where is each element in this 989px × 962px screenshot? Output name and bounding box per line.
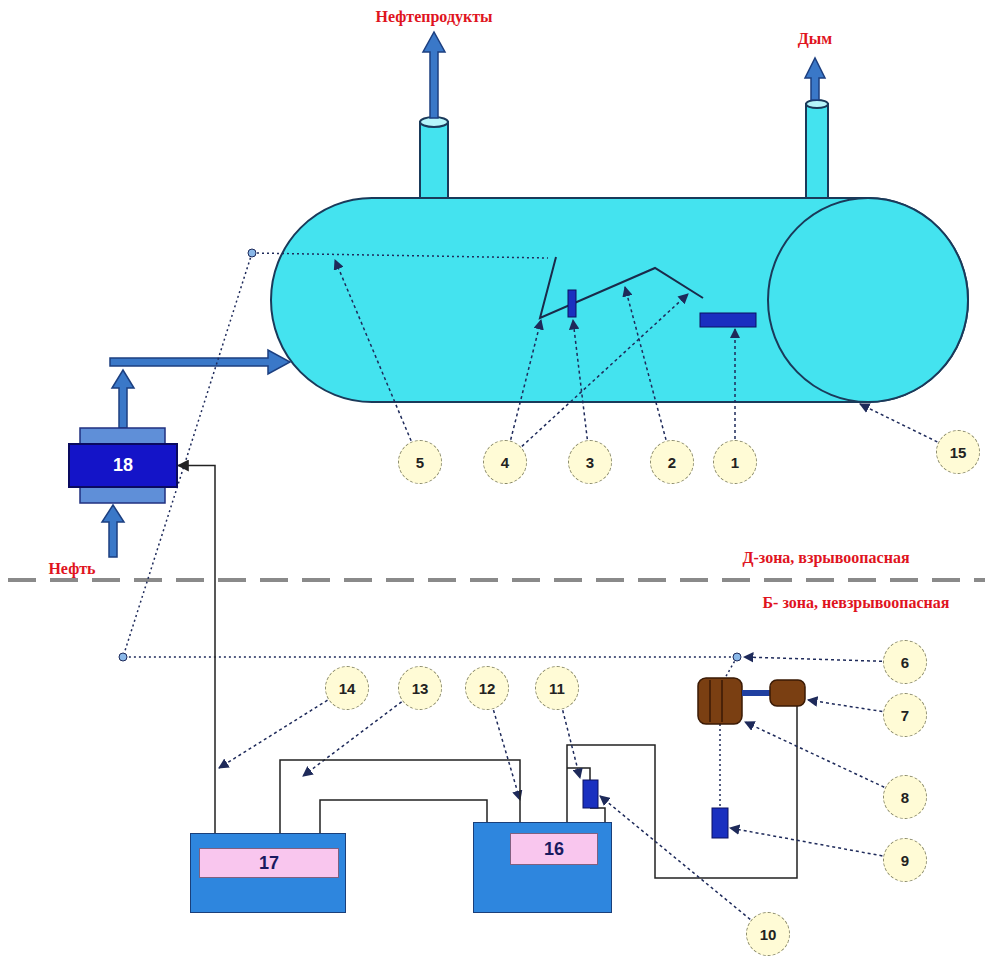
callout-number: 3: [568, 440, 612, 484]
flow-arrow-part: [112, 370, 134, 428]
leader-line: [303, 702, 402, 776]
callout-number: 8: [883, 775, 927, 819]
callout-number: 11: [535, 666, 579, 710]
flow-arrow-part: [102, 505, 124, 557]
callout-number: 2: [650, 440, 694, 484]
control-unit-box: 16: [473, 822, 612, 913]
callout-number: 10: [746, 912, 790, 956]
box-label: 16: [510, 833, 598, 865]
zone-label: Б- зона, невзрывоопасная: [761, 594, 952, 612]
leader-line: [219, 700, 328, 768]
junction-dot-part: [733, 653, 741, 661]
leader-line: [744, 657, 882, 661]
callout-number: 6: [883, 640, 927, 684]
signal-wire: [320, 800, 487, 833]
burner-parts-part: [540, 257, 703, 318]
zone-divider-part: [8, 578, 985, 582]
leader-line: [730, 828, 882, 856]
callout-number: 9: [883, 838, 927, 882]
signal-line-part: [252, 253, 548, 258]
junction-dot: [119, 249, 741, 661]
callout-number: 15: [936, 430, 980, 474]
leader-line: [573, 320, 587, 439]
flow-arrow-part: [423, 32, 445, 118]
tank-part: [806, 104, 828, 202]
callout-number: 12: [465, 666, 509, 710]
junction-dot-part: [248, 249, 256, 257]
callout-number: 7: [883, 693, 927, 737]
burner-parts-part: [700, 313, 756, 327]
tank-part: [271, 198, 968, 402]
motor-symbol-part: [770, 680, 805, 706]
stream-label: Нефтепродукты: [373, 8, 494, 26]
tank-part: [768, 198, 968, 402]
tank-part: [806, 100, 828, 108]
motor-symbol-part: [742, 690, 770, 696]
burner-parts-part: [568, 290, 576, 317]
callout-number: 4: [483, 440, 527, 484]
leader-line: [734, 329, 736, 439]
callout-number: 13: [398, 666, 442, 710]
motor-symbol-part: [721, 680, 723, 722]
leader-line: [335, 260, 411, 441]
heater-box: 18: [68, 443, 178, 488]
component-symbol-part: [712, 808, 728, 838]
leader-line: [511, 320, 541, 440]
control-wire-part: [590, 808, 605, 822]
leader-line: [625, 287, 666, 440]
box-label: 17: [199, 848, 339, 878]
callout-number: 1: [713, 440, 757, 484]
box-label: 18: [113, 455, 133, 476]
burner-parts: [540, 257, 756, 327]
callout-number: 5: [398, 440, 442, 484]
motor-symbol: [698, 678, 805, 724]
leader-line: [522, 294, 688, 446]
flow-arrow-part: [110, 350, 290, 374]
flow-arrow-part: [805, 58, 825, 100]
motor-symbol-part: [698, 678, 742, 724]
stream-label: Нефть: [46, 560, 97, 578]
component-symbol-part: [583, 780, 598, 808]
leader-line: [808, 700, 882, 712]
signal-wire: [178, 466, 215, 834]
leader-line: [494, 710, 521, 800]
zone-label: Д-зона, взрывоопасная: [740, 549, 911, 567]
zone-divider: [8, 580, 985, 581]
junction-dot-part: [119, 653, 127, 661]
leader-line: [600, 796, 750, 919]
callout-number: 14: [325, 666, 369, 710]
leader-line: [563, 710, 580, 778]
tank-part: [420, 122, 448, 202]
leader-line: [860, 404, 937, 442]
flow-arrow: [102, 32, 825, 557]
controller-box: 17: [190, 833, 346, 913]
motor-symbol-part: [709, 680, 711, 722]
stream-label: Дым: [796, 30, 834, 48]
signal-line-part: [719, 724, 721, 808]
leader-line: [745, 722, 884, 787]
